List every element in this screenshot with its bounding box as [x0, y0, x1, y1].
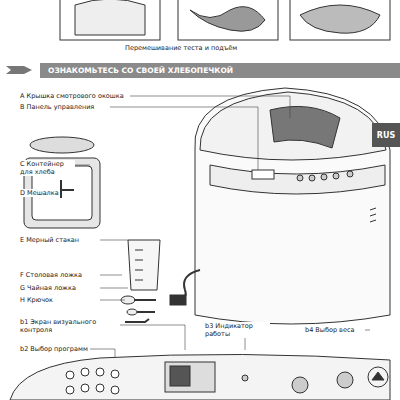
part-label: E Мерный стакан	[20, 236, 100, 244]
part-label: A Крышка смотрового окошка	[20, 92, 130, 100]
part-label: b3 Индикатор работы	[205, 322, 270, 338]
part-label: D Мешалка	[20, 189, 60, 197]
spoons	[121, 296, 156, 322]
bread-pan	[24, 137, 100, 228]
top-images	[60, 0, 390, 40]
caption-text: Перемешивание теста и подъём	[125, 44, 325, 52]
part-label: b2 Выбор программ	[20, 345, 90, 353]
control-panel	[10, 354, 390, 400]
part-label: b4 Выбор веса	[305, 326, 365, 334]
measuring-cup	[128, 240, 160, 290]
band-arrow	[6, 66, 32, 74]
language-tab: RUS	[372, 123, 400, 147]
part-label: H Крючок	[20, 296, 100, 304]
section-heading: ОЗНАКОМЬТЕСЬ СО СВОЕЙ ХЛЕБОПЕЧКОЙ	[40, 63, 400, 78]
part-label: C Контейнер для хлеба	[20, 160, 75, 176]
bread-maker	[170, 88, 390, 324]
part-label: G Чайная ложка	[20, 284, 100, 292]
part-label: F Столовая ложка	[20, 271, 100, 279]
part-label: b1 Экран визуального контроля	[20, 318, 120, 334]
part-label: B Панель управления	[20, 103, 110, 111]
tab-text: RUS	[377, 131, 395, 140]
